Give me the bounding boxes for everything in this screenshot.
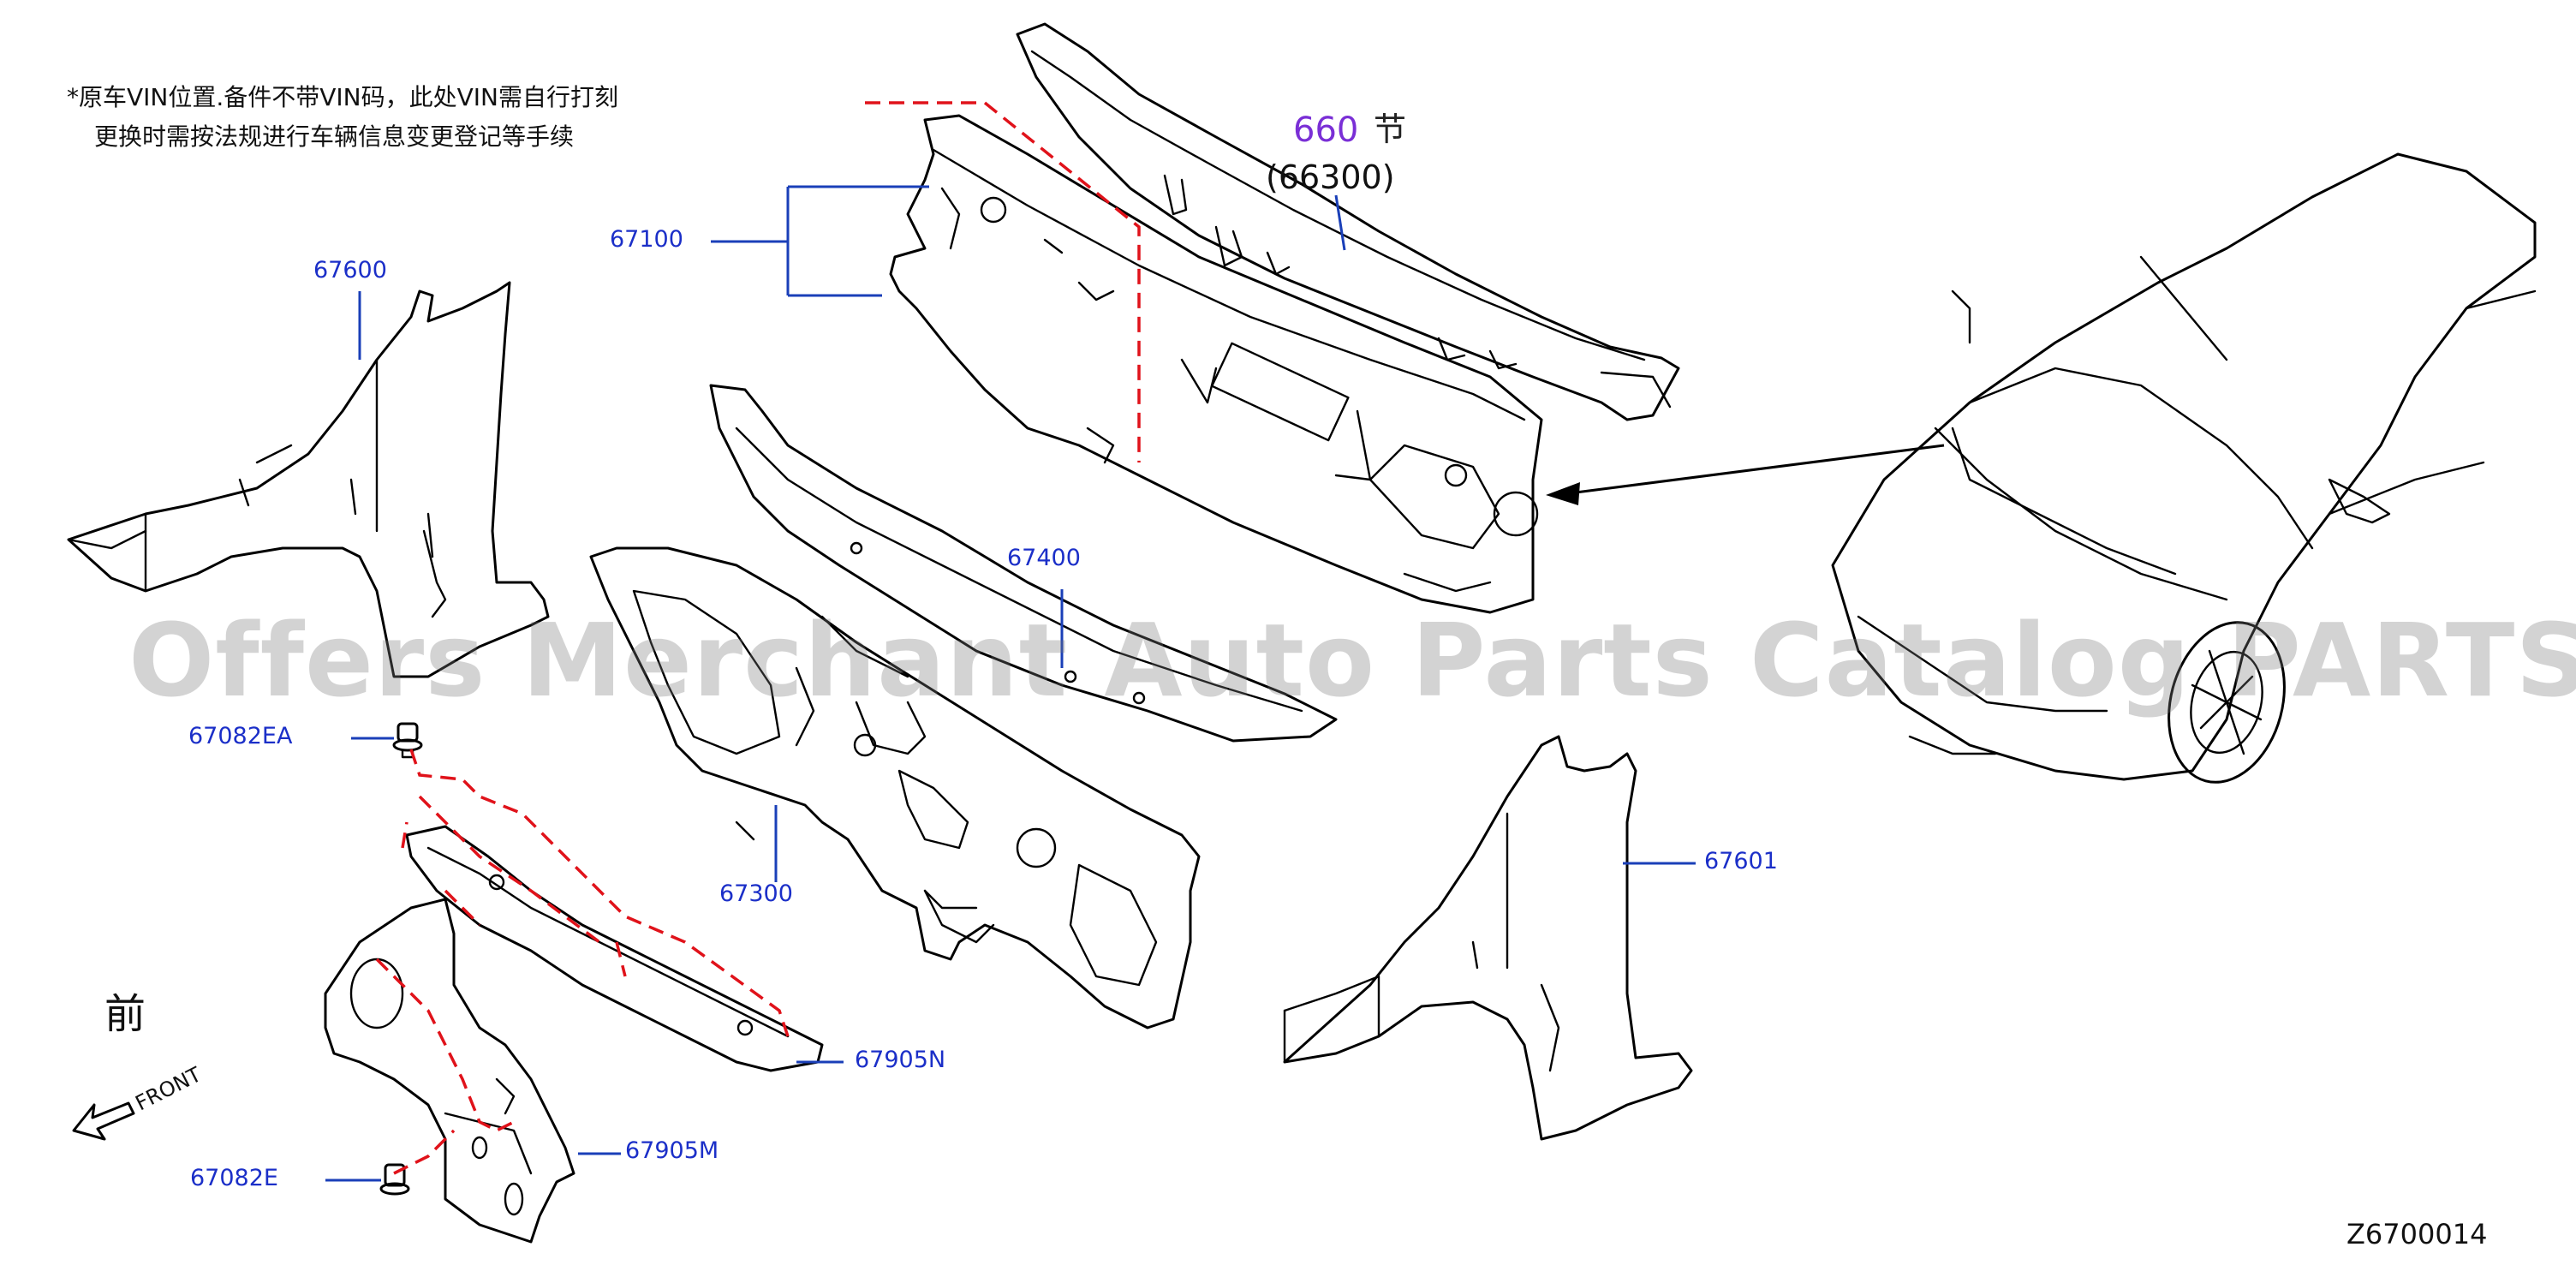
right-hood-ledge[interactable]: [1283, 735, 1693, 1141]
front-char-label: 前: [104, 990, 146, 1038]
callout-67905n[interactable]: 67905N: [855, 1047, 946, 1073]
callout-67600[interactable]: 67600: [313, 257, 387, 283]
left-hood-ledge[interactable]: [67, 281, 550, 678]
watermark: Offers Merchant Auto Parts Catalog PARTS…: [128, 601, 2576, 719]
dash-stay-upper[interactable]: [405, 825, 824, 1072]
vin-note-line1: *原车VIN位置.备件不带VIN码，此处VIN需自行打刻: [67, 83, 618, 111]
callout-67082ea[interactable]: 67082EA: [188, 723, 293, 749]
callout-67300[interactable]: 67300: [719, 880, 793, 907]
vehicle-overview: [1831, 152, 2537, 784]
cowl-top-panel[interactable]: [1016, 22, 1680, 421]
callout-67601[interactable]: 67601: [1704, 848, 1778, 874]
dash-upper-panel[interactable]: [889, 114, 1543, 614]
section-number[interactable]: 660: [1293, 110, 1359, 150]
front-direction-arrow: [72, 1101, 135, 1141]
section-char: 节: [1374, 110, 1407, 148]
location-arrow: [1546, 444, 1945, 505]
leader-lines: [325, 185, 1696, 1182]
vin-note-line2: 更换时需按法规进行车辆信息变更登记等手续: [94, 122, 575, 151]
cowl-front-panel[interactable]: [709, 384, 1338, 743]
vin-dashed-outline: [375, 101, 1141, 1175]
clip-67082e[interactable]: [379, 1163, 410, 1196]
callout-67400[interactable]: 67400: [1007, 545, 1081, 571]
section-ref: (66300): [1266, 158, 1395, 196]
callout-67905m[interactable]: 67905M: [625, 1137, 719, 1164]
callout-67100[interactable]: 67100: [610, 226, 683, 253]
callout-67082e[interactable]: 67082E: [190, 1165, 278, 1191]
diagram-id: Z6700014: [2346, 1218, 2488, 1250]
dash-stay-bracket[interactable]: [324, 898, 575, 1244]
dash-lower-panel[interactable]: [589, 546, 1201, 1029]
clip-67082ea[interactable]: [392, 722, 423, 759]
